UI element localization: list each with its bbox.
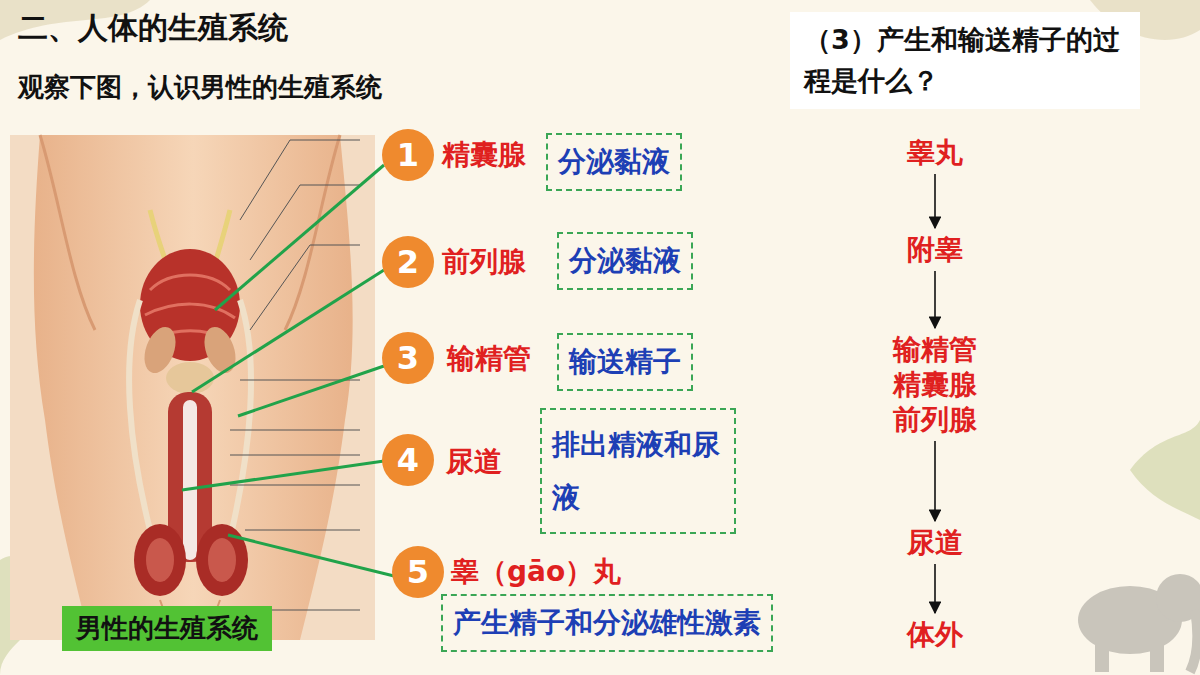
node-text: 输送精子 (569, 341, 681, 383)
node-text: 1 (397, 136, 419, 174)
node-text: 分泌黏液 (569, 240, 681, 282)
part-name: 输精管 (447, 340, 531, 378)
function-box: 排出精液和尿液 (540, 408, 736, 534)
slide-title: 二、人体的生殖系统 (18, 8, 288, 49)
part-name: 前列腺 (442, 243, 526, 281)
callout-number: 4 (382, 434, 434, 486)
node-text: 3 (397, 339, 419, 377)
node-text: 附睾 (893, 232, 977, 267)
subtitle: 观察下图，认识男性的生殖系统 (18, 70, 382, 105)
flow-step: 体外 (893, 617, 977, 652)
node-text: 5 (407, 553, 429, 591)
node-text: 尿道 (893, 525, 977, 560)
figure-caption: 男性的生殖系统 (62, 606, 272, 651)
node-text: 体外 (893, 617, 977, 652)
callout-number: 1 (382, 129, 434, 181)
flow-step: 睾丸 (893, 135, 977, 170)
node-text: 产生精子和分泌雄性激素 (453, 602, 761, 644)
node-text: 输精管 精囊腺 前列腺 (867, 332, 1003, 437)
urethra (183, 400, 197, 560)
callout-number: 3 (382, 332, 434, 384)
flow-arrow (934, 564, 936, 613)
flow-arrow (934, 271, 936, 328)
node-text: 分泌黏液 (558, 141, 670, 183)
node-text: 排出精液和尿液 (552, 418, 724, 524)
flow-arrow (934, 441, 936, 521)
function-box: 分泌黏液 (546, 133, 682, 191)
flow-step: 尿道 (893, 525, 977, 560)
flow-arrow (934, 174, 936, 228)
torso (34, 135, 353, 640)
flow-step: 输精管 精囊腺 前列腺 (867, 332, 1003, 437)
node-text: 男性的生殖系统 (76, 611, 258, 646)
green-leader-lines (182, 165, 394, 576)
flow-step: 附睾 (893, 232, 977, 267)
part-name: 睾（gāo）丸 (451, 553, 621, 591)
testis (196, 524, 248, 596)
function-box: 产生精子和分泌雄性激素 (441, 594, 773, 652)
node-text: 4 (397, 441, 419, 479)
question-panel: （3）产生和输送精子的过程是什么？ (790, 12, 1140, 109)
node-text: 睾丸 (893, 135, 977, 170)
elephant-decoration (1078, 574, 1200, 672)
node-text: （3）产生和输送精子的过程是什么？ (804, 20, 1126, 101)
function-box: 分泌黏液 (557, 232, 693, 290)
part-name: 精囊腺 (442, 136, 526, 174)
node-text: 2 (397, 243, 419, 281)
part-name: 尿道 (446, 443, 502, 481)
prostate (166, 362, 214, 394)
callout-number: 5 (392, 546, 444, 598)
callout-number: 2 (382, 236, 434, 288)
testis (134, 524, 186, 596)
function-box: 输送精子 (557, 333, 693, 391)
